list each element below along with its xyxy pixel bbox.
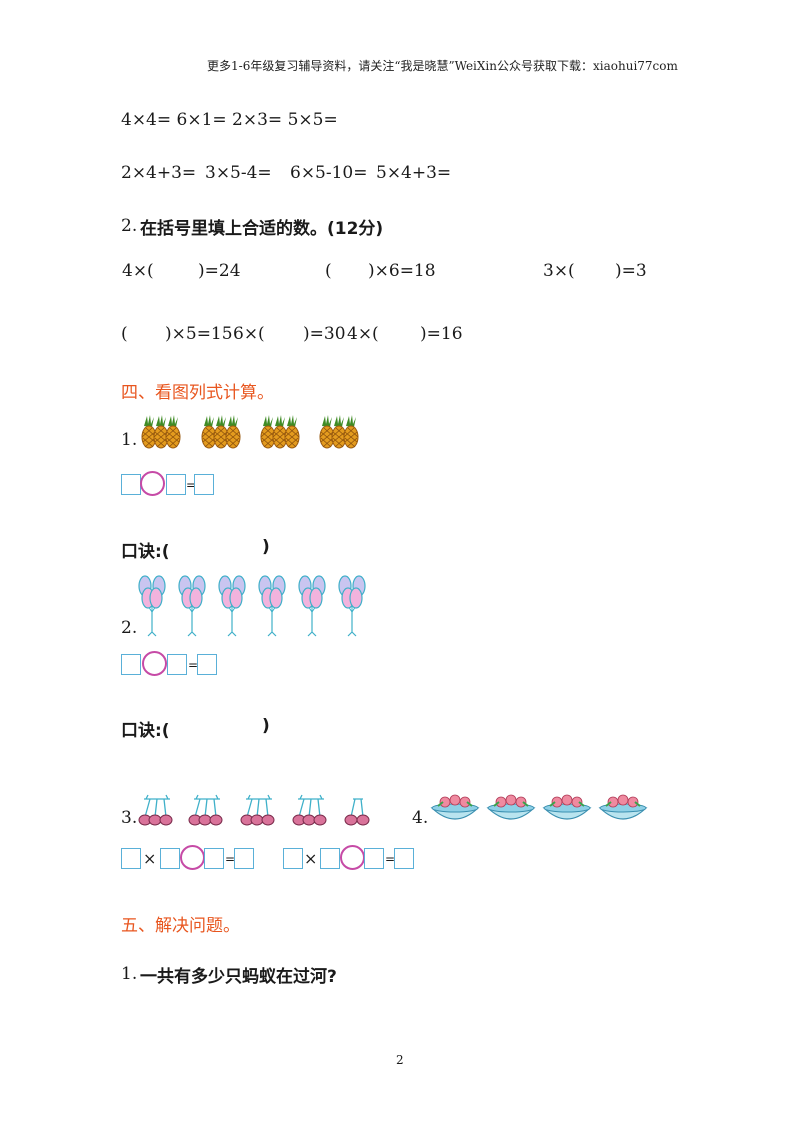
fill-1c-left: 3×( — [543, 261, 575, 281]
calc-row-2-b: 3×5-4= — [205, 163, 272, 183]
problem-1-number: 1. — [121, 964, 138, 984]
answer-box[interactable] — [197, 654, 217, 675]
koujue-label-2: 口诀:( — [121, 721, 170, 741]
answer-box[interactable] — [364, 848, 384, 869]
cherry-group-illustration — [138, 794, 370, 826]
fill-2a-left: ( — [121, 324, 128, 344]
koujue-close-1: ) — [262, 537, 270, 557]
koujue-close-2: ) — [262, 716, 270, 736]
fill-1a-right: )=24 — [198, 261, 241, 281]
section-5-title: 五、解决问题。 — [121, 916, 240, 936]
times-sign: × — [143, 849, 157, 868]
item-4-number: 4. — [412, 808, 429, 828]
operator-circle[interactable] — [142, 651, 167, 676]
operator-circle[interactable] — [140, 471, 165, 496]
equals-sign: = — [188, 658, 199, 672]
header-note: 更多1-6年级复习辅导资料，请关注“我是晓慧”WeiXin公众号获取下载：xia… — [207, 59, 678, 73]
answer-box[interactable] — [121, 654, 141, 675]
fill-2b-right: )=30 — [303, 324, 346, 344]
item-3-number: 3. — [121, 808, 138, 828]
balloon-group-illustration — [138, 575, 366, 637]
answer-box[interactable] — [320, 848, 340, 869]
answer-box[interactable] — [204, 848, 224, 869]
item-1-number: 1. — [121, 430, 138, 450]
fill-2c-left: 4×( — [347, 324, 379, 344]
answer-box[interactable] — [121, 848, 141, 869]
fill-1c-right: )=3 — [615, 261, 647, 281]
equals-sign: = — [186, 478, 197, 492]
peach-bowl-group-illustration — [431, 794, 647, 820]
answer-box[interactable] — [160, 848, 180, 869]
answer-box[interactable] — [121, 474, 141, 495]
answer-box[interactable] — [283, 848, 303, 869]
operator-circle[interactable] — [180, 845, 205, 870]
section-4-title: 四、看图列式计算。 — [121, 383, 274, 403]
problem-1-text: 一共有多少只蚂蚁在过河? — [140, 967, 337, 987]
q2-number: 2. — [121, 216, 138, 236]
pineapple-group-illustration — [141, 414, 359, 449]
answer-box[interactable] — [194, 474, 214, 495]
fill-1b-left: ( — [325, 261, 332, 281]
calc-row-2-a: 2×4+3= — [121, 163, 197, 183]
operator-circle[interactable] — [340, 845, 365, 870]
koujue-label-1: 口诀:( — [121, 542, 170, 562]
fill-1a-left: 4×( — [122, 261, 154, 281]
q2-title: 在括号里填上合适的数。(12分) — [140, 219, 384, 239]
item-2-number: 2. — [121, 618, 138, 638]
fill-2a-right: )×5=15 — [165, 324, 233, 344]
fill-1b-right: )×6=18 — [368, 261, 436, 281]
calc-row-1: 4×4= 6×1= 2×3= 5×5= — [121, 110, 338, 130]
answer-box[interactable] — [234, 848, 254, 869]
fill-2c-right: )=16 — [420, 324, 463, 344]
calc-row-2-d: 5×4+3= — [376, 163, 452, 183]
answer-box[interactable] — [167, 654, 187, 675]
calc-row-2-c: 6×5-10= — [290, 163, 368, 183]
equals-sign: = — [225, 852, 236, 866]
equals-sign: = — [385, 852, 396, 866]
times-sign: × — [304, 849, 318, 868]
answer-box[interactable] — [394, 848, 414, 869]
page-number: 2 — [396, 1053, 404, 1067]
answer-box[interactable] — [166, 474, 186, 495]
fill-2b-left: 6×( — [233, 324, 265, 344]
